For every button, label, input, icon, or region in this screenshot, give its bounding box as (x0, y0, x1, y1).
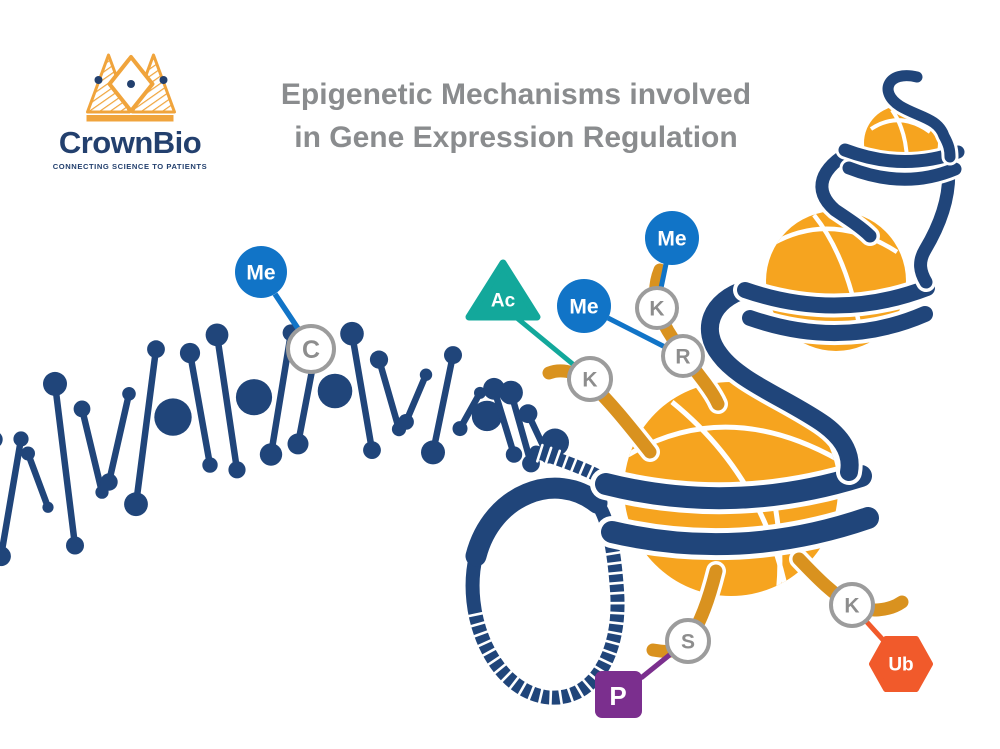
arginine-methylation-marker: Me R (557, 279, 705, 378)
methyl-badge (645, 211, 699, 265)
lysine-methylation-marker: Me K (635, 211, 699, 330)
methyl-badge (557, 279, 611, 333)
crownbio-logo: CrownBio CONNECTING SCIENCE TO PATIENTS (38, 48, 222, 171)
serine-label: S (681, 631, 695, 654)
lysine-site (635, 286, 679, 330)
lysine-label: K (582, 369, 597, 392)
cytosine-label: C (302, 336, 320, 364)
cytosine-site (286, 324, 336, 374)
connector-line (606, 315, 667, 350)
methyl-badge (235, 246, 287, 298)
ubiquitination-marker: Ub K (829, 582, 933, 692)
methyl-label: Me (569, 296, 598, 319)
connector-line (272, 292, 302, 332)
connector-line (510, 312, 582, 372)
methyl-label: Me (657, 228, 686, 251)
page-title: Epigenetic Mechanisms involved in Gene E… (201, 74, 831, 159)
dna-ribbon-wrap (835, 140, 968, 189)
connector-line (658, 263, 669, 289)
acetyl-badge (465, 259, 541, 321)
lysine-label: K (649, 298, 664, 321)
ubiquitin-label: Ub (888, 655, 913, 676)
loop-thick-arc (465, 477, 608, 567)
nucleosome-medium (733, 211, 939, 351)
title-line-2: in Gene Expression Regulation (294, 120, 738, 154)
ubiquitin-badge (869, 636, 933, 692)
lysine-site (567, 356, 613, 402)
acetyl-label: Ac (491, 291, 516, 312)
brand-name: CrownBio (58, 125, 202, 160)
crown-icon (86, 53, 176, 122)
dna-methylation-marker: Me C (235, 246, 336, 374)
phospho-label: P (609, 681, 626, 711)
histone-core (766, 211, 906, 351)
ribbon-flourish (882, 70, 956, 163)
arginine-label: R (675, 346, 690, 369)
arginine-site (661, 334, 705, 378)
nucleosome-large (539, 260, 912, 662)
acetylation-marker: Ac K (465, 259, 613, 402)
brand-tagline: CONNECTING SCIENCE TO PATIENTS (52, 162, 208, 171)
serine-site (665, 618, 711, 664)
phosphorylation-marker: P S (595, 618, 711, 718)
dna-ribbon-wrap (733, 276, 939, 345)
methyl-label: Me (246, 262, 275, 285)
lysine-site (829, 582, 875, 628)
connector-line (863, 618, 886, 643)
linker-ribbon (696, 276, 863, 485)
connector-line (639, 651, 674, 680)
lysine-label: K (844, 595, 859, 618)
nucleosome-small (835, 67, 968, 189)
phospho-badge (595, 671, 642, 718)
dna-ribbon-wrap (590, 460, 884, 561)
title-line-1: Epigenetic Mechanisms involved (280, 78, 752, 111)
linker-ribbon (811, 140, 959, 292)
dna-double-helix (0, 321, 569, 567)
